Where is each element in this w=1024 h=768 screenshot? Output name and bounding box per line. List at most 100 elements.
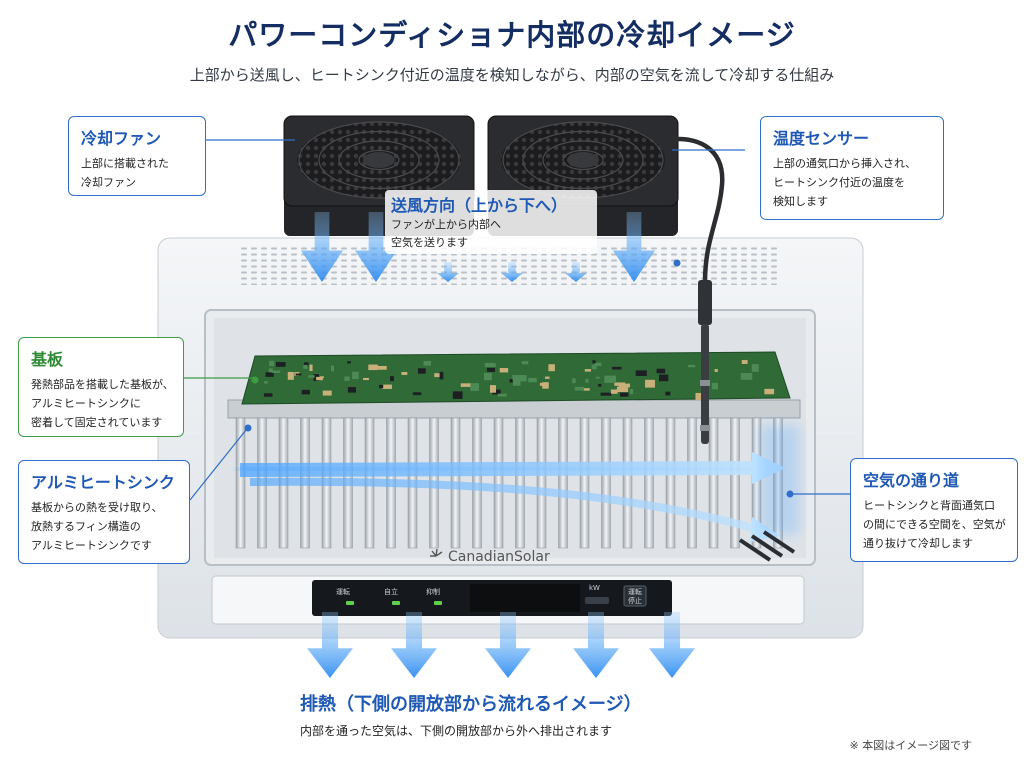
callout-airpath-line: 通り抜けて冷却します	[863, 537, 973, 550]
board-component	[484, 362, 496, 367]
board-component	[460, 383, 471, 387]
board-component	[271, 370, 281, 373]
callout-sensor-line: 検知します	[773, 195, 828, 208]
brand-logo: CanadianSolar	[448, 549, 550, 565]
board-component	[714, 368, 718, 372]
arrow-down-icon	[649, 612, 695, 678]
callout-airpath-title: 空気の通り道	[863, 471, 960, 490]
board-component	[265, 372, 274, 377]
arrow-down-icon	[391, 612, 437, 678]
board-component	[489, 385, 497, 393]
arrow-down-icon	[613, 212, 655, 282]
arrow-down-icon	[573, 612, 619, 678]
leader-lines	[184, 139, 850, 501]
indicator-label: 抑制	[426, 588, 440, 596]
board-component	[363, 377, 369, 381]
arrow-down-icon	[437, 262, 459, 282]
callout-airpath: 空気の通り道 ヒートシンクと背面通気口 の間にできる空間を、空気が 通り抜けて冷…	[850, 458, 1018, 562]
board-component	[509, 379, 514, 383]
board-component	[711, 382, 719, 390]
board-component	[368, 364, 378, 371]
board-component	[322, 390, 332, 396]
board-component	[594, 362, 602, 367]
board-component	[548, 364, 555, 372]
callout-sensor-line: 上部の通気口から挿入され、	[773, 157, 917, 170]
board-component	[379, 384, 387, 389]
callout-fan-title: 冷却ファン	[81, 129, 162, 148]
callout-heatsink: アルミヒートシンク 基板からの熱を受け取り、 放熱するフィン構造の アルミヒート…	[18, 460, 190, 564]
board-component	[542, 382, 549, 389]
board-component	[595, 376, 600, 379]
board-component	[740, 372, 753, 380]
board-component	[275, 362, 286, 367]
board-component	[423, 360, 432, 366]
board-component	[331, 365, 335, 372]
board-component	[751, 364, 759, 372]
arrow-down-icon	[501, 262, 523, 282]
board-component	[492, 389, 501, 395]
page-subtitle: 上部から送風し、ヒートシンク付近の温度を検知しながら、内部の空気を流して冷却する…	[189, 66, 835, 84]
temperature-sensor	[664, 136, 725, 444]
board-component	[515, 375, 527, 382]
footnote: ※ 本図はイメージ図です	[849, 739, 973, 752]
callout-airpath-line: ヒートシンクと背面通気口	[863, 499, 995, 512]
board-component	[512, 378, 521, 386]
board-component	[545, 376, 550, 379]
page-title: パワーコンディショナ内部の冷却イメージ	[228, 18, 796, 52]
board-component	[263, 393, 273, 397]
callout-fan: 冷却ファン 上部に搭載された 冷却ファン	[68, 116, 206, 196]
exhaust-body: 内部を通った空気は、下側の開放部から外へ排出されます	[300, 724, 613, 738]
callout-sensor-line: ヒートシンク付近の温度を	[773, 176, 905, 189]
board-component	[620, 392, 629, 397]
callout-sensor-title: 温度センサー	[773, 129, 870, 148]
callout-board-line: アルミヒートシンクに	[31, 397, 141, 410]
callout-heatsink-line: アルミヒートシンクです	[31, 539, 152, 552]
board-component	[412, 392, 422, 396]
board-component	[383, 384, 392, 389]
board-component	[390, 376, 394, 382]
arrow-down-icon	[307, 612, 353, 678]
board-component	[764, 388, 775, 395]
callout-heatsink-line: 基板からの熱を受け取り、	[31, 501, 163, 514]
arrow-down-icon	[485, 612, 531, 678]
indicator-label: 運転	[336, 588, 350, 596]
board-component	[268, 368, 273, 373]
arrow-down-icon	[355, 212, 397, 282]
status-led	[346, 601, 354, 605]
callout-fan-line: 上部に搭載された	[81, 157, 169, 170]
board-component	[741, 360, 748, 364]
callout-board-line: 密着して固定されています	[31, 416, 163, 429]
board-component	[452, 391, 463, 399]
board-component	[582, 388, 590, 391]
board-component	[352, 371, 359, 380]
board-component	[604, 375, 617, 383]
board-component	[611, 366, 622, 370]
board-component	[303, 364, 308, 369]
board-component	[629, 388, 634, 395]
board-component	[347, 361, 351, 364]
board-component	[687, 364, 696, 368]
sensor-probe-icon	[698, 280, 712, 325]
status-led	[434, 601, 442, 605]
exhaust-title: 排熱（下側の開放部から流れるイメージ）	[300, 694, 642, 715]
board-component	[499, 368, 509, 373]
board-component	[470, 383, 480, 391]
callout-board-title: 基板	[31, 350, 64, 369]
sensor-cable	[664, 136, 725, 283]
board-component	[528, 377, 537, 383]
kw-label: kW	[589, 584, 600, 592]
board-component	[497, 393, 507, 397]
callout-heatsink-line: 放熱するフィン構造の	[31, 520, 141, 533]
board-component	[347, 387, 357, 393]
callout-board: 基板 発熱部品を搭載した基板が、 アルミヒートシンクに 密着して固定されています	[18, 337, 184, 437]
board-component	[610, 389, 618, 394]
board-component	[521, 361, 529, 365]
board-component	[645, 379, 656, 388]
board-component	[269, 360, 275, 367]
callout-heatsink-title: アルミヒートシンク	[31, 473, 175, 492]
button-label: 停止	[628, 597, 642, 605]
board-component	[303, 362, 309, 367]
arrow-down-icon	[565, 262, 587, 282]
board-component	[316, 376, 323, 381]
